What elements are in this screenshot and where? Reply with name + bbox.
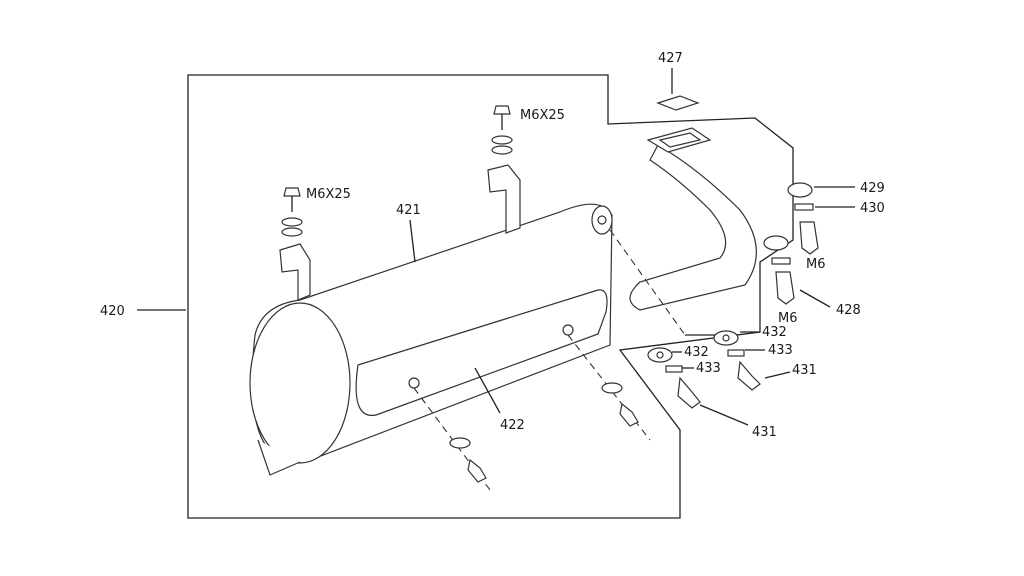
label-433-right: 433 [768,343,793,358]
muffler-body [249,203,613,476]
label-432-left: 432 [684,345,709,360]
leader-422 [474,367,501,414]
mount-bracket-left [279,187,311,301]
label-421: 421 [396,203,421,218]
label-431-left: 431 [752,425,777,440]
label-429: 429 [860,181,885,196]
boss-dashed-line [609,229,686,336]
shield-fastener-left [413,387,491,491]
exhaust-pipe [629,127,757,311]
mount-bracket-right [487,105,521,234]
washer-432-left-part [647,347,673,363]
label-nut-spec-upper: M6 [806,257,826,272]
label-bolt-spec-right: M6X25 [520,108,565,123]
label-nut-spec-lower: M6 [778,311,798,326]
leader-421 [409,219,416,263]
leader-431-right [764,371,791,379]
label-bolt-spec-left: M6X25 [306,187,351,202]
label-420: 420 [100,304,125,319]
bolt-431-right-part [737,360,761,391]
label-431-right: 431 [792,363,817,378]
label-422: 422 [500,418,525,433]
bolt-431-left-part [677,376,701,409]
stud-nut-lower-part [763,235,795,305]
shield-fastener-right [567,334,651,441]
exhaust-gasket [656,95,700,111]
label-433-left: 433 [696,361,721,376]
label-432-right: 432 [762,325,787,340]
spring-washer-433-right-part [727,349,745,357]
leader-428 [799,289,831,308]
stud-nut-upper-part [787,182,819,255]
label-430: 430 [860,201,885,216]
label-428: 428 [836,303,861,318]
heat-shield [355,289,608,416]
leader-431-left [699,404,749,426]
label-427: 427 [658,51,683,66]
spring-washer-433-left-part [665,365,683,373]
washer-432-right-part [713,330,739,346]
assembly-frame [187,74,794,519]
